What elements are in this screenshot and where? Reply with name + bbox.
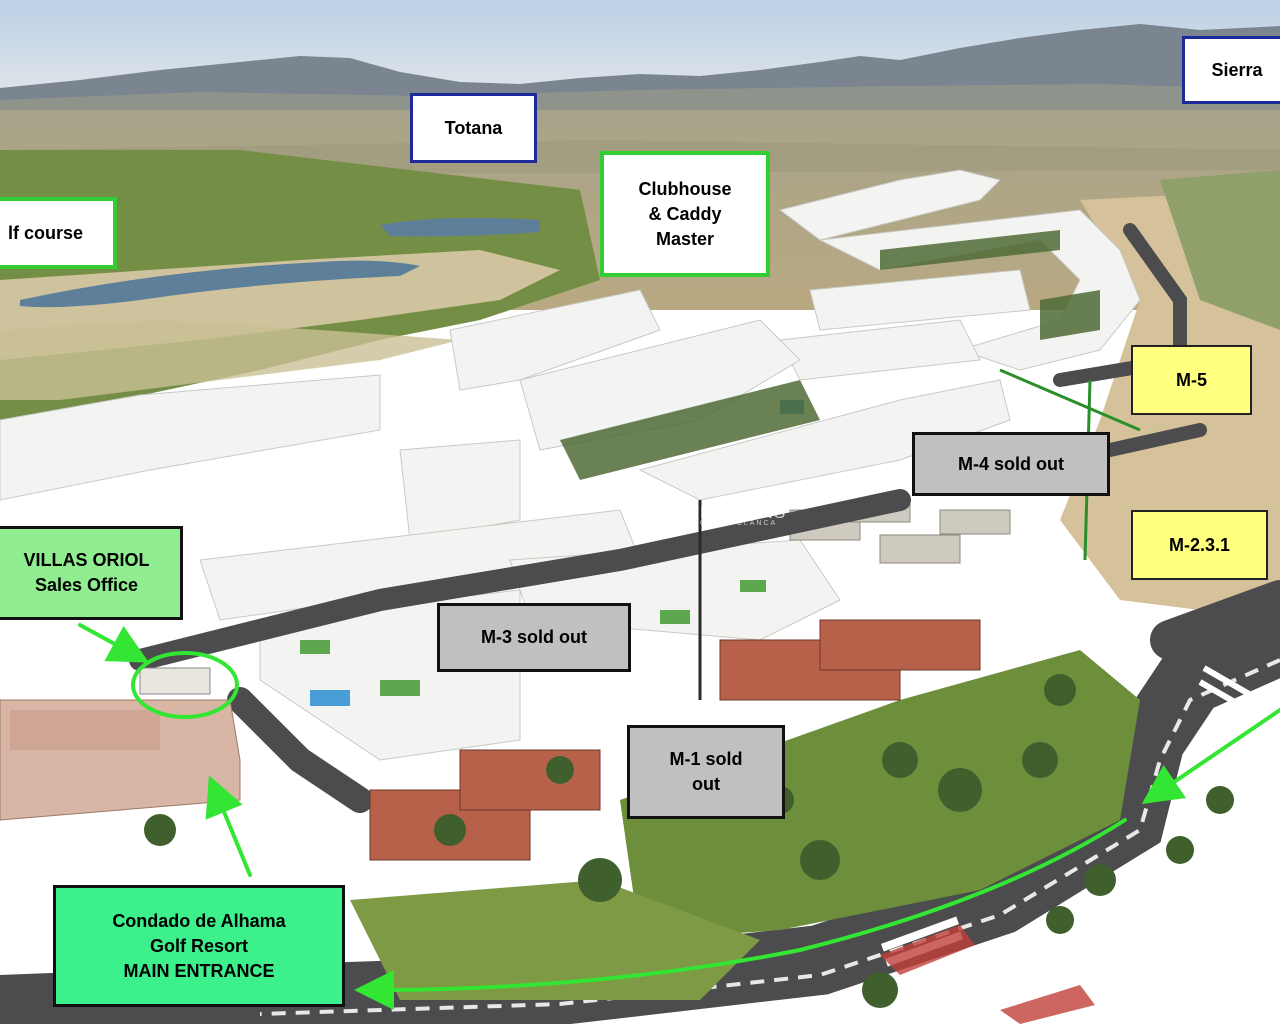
lake: [20, 260, 420, 308]
label-m2-3-1: M-2.3.1: [1131, 510, 1268, 580]
label-villas-oriol: VILLAS ORIOL Sales Office: [0, 526, 183, 620]
sales-office-building: [0, 667, 241, 821]
label-sierra: Sierra: [1182, 36, 1280, 104]
label-clubhouse: Clubhouse & Caddy Master: [600, 151, 770, 277]
label-totana: Totana: [410, 93, 537, 163]
sales-office-highlight: [131, 651, 239, 719]
label-m3: M-3 sold out: [437, 603, 631, 672]
direction-arrows: [78, 623, 1280, 1010]
label-m4: M-4 sold out: [912, 432, 1110, 496]
label-m5: M-5: [1131, 345, 1252, 415]
watermark-subtext: COSTA BLANCA: [700, 520, 778, 527]
label-m1: M-1 sold out: [627, 725, 785, 819]
watermark-text: PROMOTIONS: [660, 503, 787, 522]
lake: [380, 217, 540, 237]
label-main-entrance: Condado de Alhama Golf Resort MAIN ENTRA…: [53, 885, 345, 1007]
label-golf-course: lf course: [0, 197, 117, 269]
